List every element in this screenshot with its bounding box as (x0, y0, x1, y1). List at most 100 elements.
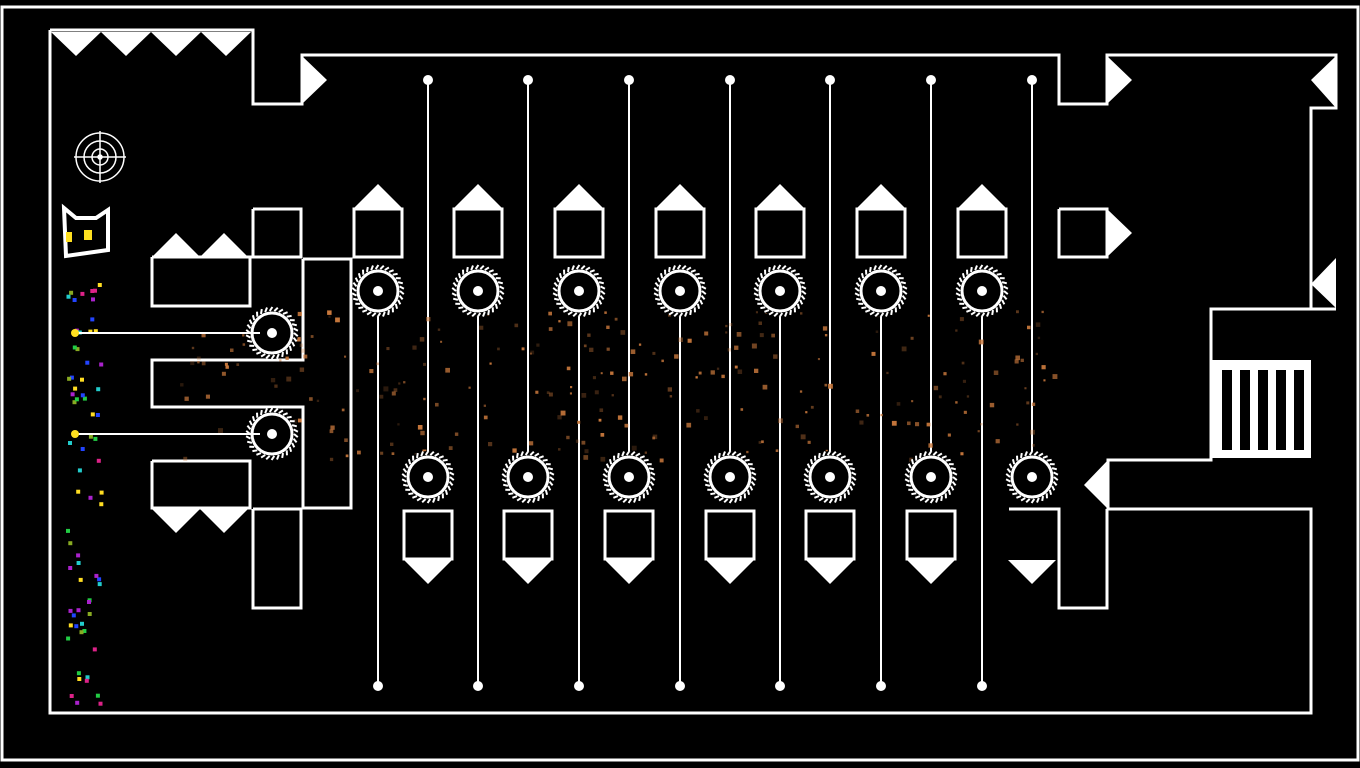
dust-particle (610, 371, 614, 375)
pillar-blocks (352, 184, 1056, 584)
spike (555, 184, 603, 208)
spike (201, 32, 251, 56)
dust-particle (810, 405, 814, 409)
dust-particle (710, 370, 715, 375)
rail-end (775, 681, 785, 691)
rail-end (473, 681, 483, 691)
dust-particle (687, 338, 692, 343)
confetti-piece (72, 400, 77, 405)
confetti-piece (76, 489, 81, 494)
confetti-piece (88, 434, 93, 439)
dust-particle (901, 346, 907, 352)
spike (152, 233, 200, 257)
dust-particle (479, 325, 484, 330)
spike (101, 32, 151, 56)
saws-group (245, 264, 1059, 504)
dust-particle (1016, 423, 1019, 426)
dust-particles (180, 310, 1058, 463)
dust-particle (737, 369, 743, 374)
dust-particle (218, 428, 223, 434)
dust-particle (448, 446, 453, 450)
confetti-piece (70, 392, 75, 397)
dust-particle (1024, 387, 1027, 390)
dust-particle (886, 371, 889, 375)
dust-particle (933, 385, 939, 391)
rail-end (423, 75, 433, 85)
dust-particle (390, 442, 394, 446)
dust-particle (1037, 336, 1041, 340)
dust-particle (548, 392, 553, 397)
dust-particle (891, 420, 897, 426)
dust-particle (600, 433, 605, 437)
spike (302, 56, 327, 104)
dust-particle (822, 326, 828, 331)
confetti-piece (71, 613, 76, 618)
dust-particle (1026, 401, 1030, 405)
saw-blade-icon (803, 450, 857, 504)
dust-particle (606, 325, 610, 329)
dust-particle (557, 415, 562, 420)
dust-particle (989, 402, 995, 408)
cat-icon[interactable] (61, 203, 110, 259)
dust-particle (345, 454, 349, 458)
dust-particle (530, 350, 535, 355)
dust-particle (600, 456, 606, 462)
dust-particle (242, 343, 246, 346)
confetti-piece (72, 298, 77, 302)
dust-particle (221, 371, 226, 376)
dust-particle (695, 376, 698, 379)
dust-particle (606, 347, 610, 351)
dust-particle (928, 443, 933, 448)
dust-particle (1035, 322, 1041, 327)
dust-particle (196, 356, 201, 361)
dust-particle (180, 383, 184, 387)
dust-particle (978, 339, 984, 345)
dust-particle (859, 420, 864, 425)
spike (1107, 209, 1132, 257)
dust-particle (734, 345, 739, 350)
confetti-piece (74, 397, 79, 402)
pillar-block (905, 509, 957, 561)
dust-particle (800, 434, 806, 440)
dust-particle (966, 395, 970, 398)
confetti-piece (94, 573, 99, 578)
dust-particle (652, 436, 656, 440)
dust-particle (1015, 355, 1020, 361)
dust-particle (866, 414, 870, 417)
dust-particle (775, 449, 779, 452)
saw-blade-icon (501, 450, 555, 504)
pillar-block (553, 207, 605, 259)
rail-end (624, 75, 634, 85)
dust-particle (961, 361, 965, 365)
dust-particle (184, 396, 189, 401)
confetti-piece (69, 694, 74, 698)
dust-particle (575, 439, 580, 443)
confetti-piece (99, 490, 104, 495)
dust-particle (755, 311, 758, 314)
dust-particle (581, 440, 586, 445)
confetti-piece (74, 624, 79, 629)
level-walls (48, 28, 1338, 715)
dust-particle (962, 379, 966, 383)
dust-particle (704, 416, 708, 420)
dust-particle (286, 376, 292, 382)
confetti-piece (96, 387, 101, 392)
dust-particle (896, 402, 901, 406)
confetti-piece (88, 495, 93, 500)
dust-particle (299, 343, 304, 347)
confetti-piece (91, 297, 95, 302)
dust-particle (875, 330, 879, 333)
exit-door-icon[interactable] (1212, 360, 1311, 458)
confetti-piece (75, 347, 80, 352)
spike (151, 32, 201, 56)
confetti-piece (80, 291, 85, 296)
spikes-group (51, 32, 1336, 533)
dust-particle (566, 366, 571, 371)
rail-end (876, 681, 886, 691)
dust-particle (1020, 358, 1024, 362)
cat-eye-right (84, 230, 92, 240)
confetti-piece (82, 396, 87, 401)
dust-particle (799, 390, 803, 393)
dust-particle (197, 361, 200, 364)
pillar-block (402, 509, 454, 561)
